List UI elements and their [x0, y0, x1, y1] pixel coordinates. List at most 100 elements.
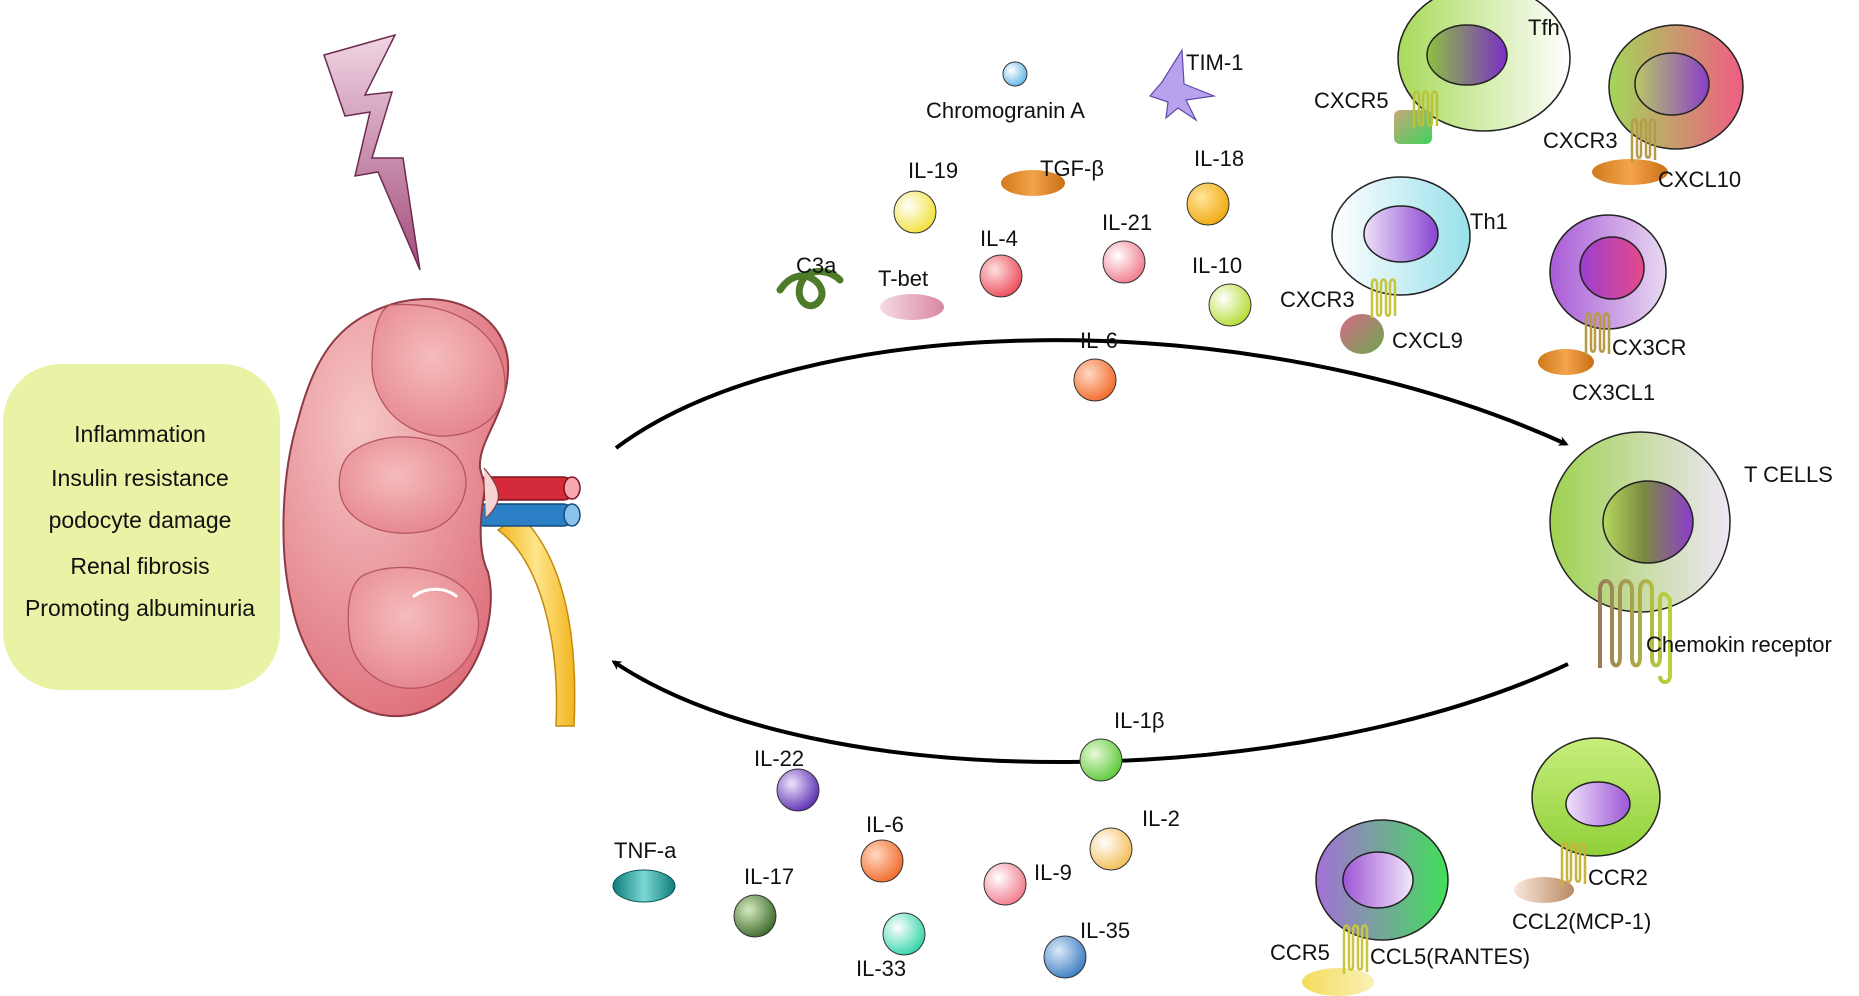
ccl5-label: CCL5(RANTES) — [1370, 944, 1530, 969]
cxcr3-cxcl10-cell: CXCR3 CXCL10 — [1543, 24, 1744, 192]
cxcr5-receptor-icon — [1412, 90, 1439, 128]
il-4-label: IL-4 — [980, 226, 1018, 251]
th1-cell: Th1 CXCR3 CXCL9 — [1280, 176, 1508, 354]
molecules-upper: Chromogranin A TIM-1 IL-19 TGF-β IL-18 I… — [776, 48, 1252, 402]
t-cells-main: T CELLS Chemokin receptor — [1549, 431, 1833, 684]
il-22-label: IL-22 — [754, 746, 804, 771]
cxcl10-ligand — [1592, 159, 1668, 185]
effects-box: Inflammation Insulin resistance podocyte… — [3, 364, 280, 690]
cx3cr-cell-nucleus — [1579, 236, 1645, 300]
lightning-bolt-icon — [323, 33, 421, 271]
arrow-tcells-to-kidney — [611, 660, 1569, 764]
cx3cr-cx3cl1-cell: CX3CR CX3CL1 — [1538, 214, 1687, 405]
renal-vein-opening — [563, 503, 581, 527]
il-10-label: IL-10 — [1192, 253, 1242, 278]
ureter — [496, 514, 576, 727]
il-19-label: IL-19 — [908, 158, 958, 183]
t-bet-ellipse — [880, 294, 944, 320]
effect-insulin-resistance: Insulin resistance — [51, 465, 229, 491]
il-1-beta-circle — [1079, 738, 1123, 782]
molecules-lower: IL-1β IL-22 IL-6 IL-2 TNF-a IL-17 IL-9 I… — [612, 708, 1180, 981]
effects-box-background — [3, 364, 280, 690]
il-9-circle — [983, 862, 1027, 906]
kidney-illustration — [282, 298, 581, 727]
cxcr5-label: CXCR5 — [1314, 88, 1389, 113]
th1-nucleus — [1363, 205, 1439, 263]
effect-inflammation: Inflammation — [74, 421, 206, 447]
chemokine-receptor-label: Chemokin receptor — [1646, 632, 1832, 657]
kidney-middle-lobe — [338, 436, 467, 534]
il-33-circle — [882, 912, 926, 956]
ccr2-receptor-icon — [1560, 842, 1587, 886]
chromogranin-a-label: Chromogranin A — [926, 98, 1085, 123]
effect-podocyte-damage: podocyte damage — [49, 507, 232, 533]
tnf-a-ellipse — [612, 869, 676, 903]
ccl2-ligand — [1514, 877, 1574, 903]
tfh-label: Tfh — [1528, 15, 1560, 40]
il-6-bottom-circle — [860, 839, 904, 883]
kidney-upper-lobe — [371, 303, 506, 437]
tfh-nucleus — [1426, 24, 1508, 86]
cxcr3-receptor-icon — [1630, 118, 1657, 162]
kidney-pelvis — [483, 467, 500, 519]
tnf-a-label: TNF-a — [614, 838, 677, 863]
il-1-beta-label: IL-1β — [1114, 708, 1165, 733]
chromogranin-a-dot — [1002, 61, 1028, 87]
il-35-label: IL-35 — [1080, 918, 1130, 943]
il-18-label: IL-18 — [1194, 146, 1244, 171]
arrow-kidney-to-tcells — [614, 338, 1569, 450]
ccr2-label: CCR2 — [1588, 865, 1648, 890]
ccr2-ccl2-cell: CCR2 CCL2(MCP-1) — [1512, 737, 1661, 934]
ccr5-label: CCR5 — [1270, 940, 1330, 965]
effect-renal-fibrosis: Renal fibrosis — [70, 553, 209, 579]
il-18-circle — [1186, 182, 1230, 226]
cxcr3-top-label: CXCR3 — [1543, 128, 1618, 153]
il-21-circle — [1102, 240, 1146, 284]
kidney-lower-lobe — [347, 566, 480, 689]
kidney-highlight — [412, 587, 458, 598]
ccr2-cell-nucleus — [1565, 781, 1631, 827]
il-17-circle — [733, 894, 777, 938]
il-6-bottom-label: IL-6 — [866, 812, 904, 837]
cxcr3-cell-nucleus — [1634, 52, 1710, 116]
t-bet-label: T-bet — [878, 266, 928, 291]
il-22-circle — [776, 768, 820, 812]
effect-promoting-albuminuria: Promoting albuminuria — [25, 595, 255, 621]
il-35-circle — [1043, 935, 1087, 979]
il-17-label: IL-17 — [744, 864, 794, 889]
tgf-beta-label: TGF-β — [1040, 156, 1104, 181]
t-cells-label: T CELLS — [1744, 462, 1833, 487]
c3a-label: C3a — [796, 253, 837, 278]
renal-artery-opening — [563, 476, 581, 500]
il-2-circle — [1089, 827, 1133, 871]
t-cell-nucleus — [1602, 480, 1694, 564]
c3a-ribbon-icon — [776, 268, 844, 310]
cx3cl1-ligand — [1538, 349, 1594, 375]
ccl5-ligand — [1302, 968, 1374, 996]
il-4-circle — [979, 254, 1023, 298]
ccr5-cell-nucleus — [1342, 851, 1414, 909]
ccr5-receptor-icon — [1342, 924, 1369, 974]
cx3cl1-label: CX3CL1 — [1572, 380, 1655, 405]
il-33-label: IL-33 — [856, 956, 906, 981]
il-9-label: IL-9 — [1034, 860, 1072, 885]
il-6-top-label: IL-6 — [1080, 328, 1118, 353]
cxcl10-label: CXCL10 — [1658, 167, 1741, 192]
cxcl9-ligand — [1340, 314, 1384, 354]
tim-1-star-icon — [1148, 48, 1217, 122]
chemokine-receptor-icon — [1598, 579, 1672, 684]
il-21-label: IL-21 — [1102, 210, 1152, 235]
tgf-beta-ellipse — [1001, 170, 1065, 196]
cxcl9-label: CXCL9 — [1392, 328, 1463, 353]
ccl2-label: CCL2(MCP-1) — [1512, 909, 1651, 934]
cx3cr-receptor-icon — [1584, 312, 1611, 356]
tfh-cell: Tfh CXCR5 — [1314, 0, 1571, 144]
tim-1-label: TIM-1 — [1186, 50, 1243, 75]
il-19-circle — [893, 190, 937, 234]
ccr5-ccl5-cell: CCR5 CCL5(RANTES) — [1270, 819, 1530, 996]
il-10-circle — [1208, 283, 1252, 327]
th1-label: Th1 — [1470, 209, 1508, 234]
cx3cr-label: CX3CR — [1612, 335, 1687, 360]
il-6-top-circle — [1073, 358, 1117, 402]
th1-cxcr3-label: CXCR3 — [1280, 287, 1355, 312]
